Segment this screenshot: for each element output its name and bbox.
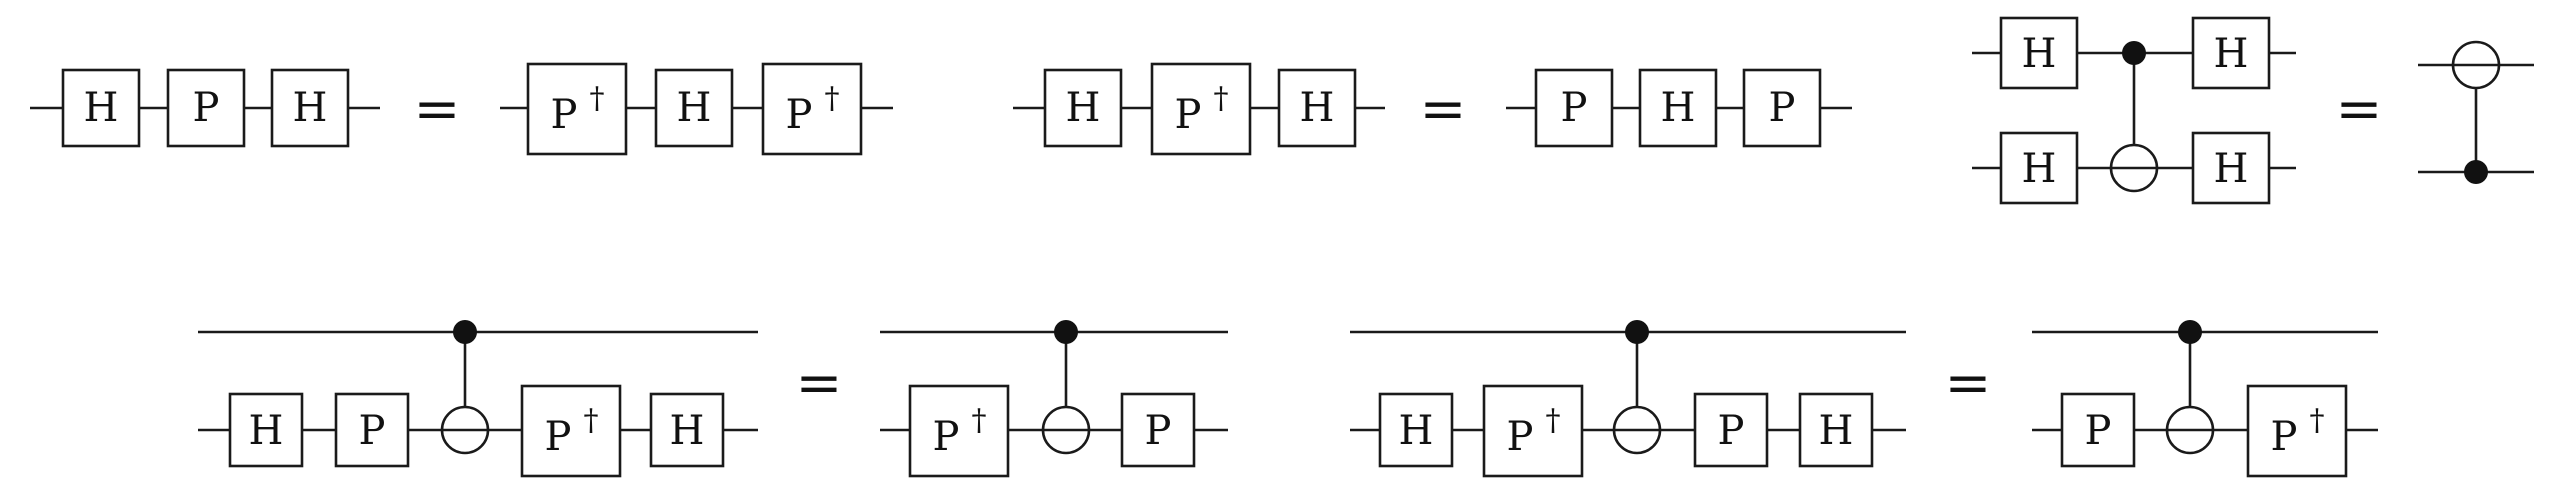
svg-text:†: † xyxy=(2310,403,2325,438)
gate-p: P xyxy=(1693,392,1769,468)
gate-p: P xyxy=(2060,392,2136,468)
equals-sign: = xyxy=(2336,77,2383,142)
gate-h: H xyxy=(228,392,304,468)
svg-text:P: P xyxy=(2085,408,2112,454)
svg-text:H: H xyxy=(249,408,284,454)
identity-1-lhs: H P H xyxy=(30,68,380,148)
identity-3-lhs: H H H H xyxy=(1972,16,2296,205)
gate-p: P xyxy=(1742,68,1822,148)
target-symbol xyxy=(2109,143,2159,193)
identity-1-rhs: P † H P † xyxy=(500,62,893,156)
cnot-gate xyxy=(1041,320,1091,455)
svg-text:P: P xyxy=(1507,414,1534,460)
svg-text:H: H xyxy=(670,408,705,454)
gate-h: H xyxy=(2191,131,2271,205)
svg-text:P: P xyxy=(933,414,960,460)
cnot-gate xyxy=(2451,40,2501,184)
svg-text:H: H xyxy=(1819,408,1854,454)
equals-sign: = xyxy=(414,77,461,142)
gate-h: H xyxy=(2191,16,2271,90)
svg-text:H: H xyxy=(2022,146,2057,192)
identity-4-rhs: P † P xyxy=(880,320,1228,478)
gate-p-dagger: P † xyxy=(526,62,628,156)
svg-text:P: P xyxy=(786,92,813,138)
svg-text:H: H xyxy=(677,85,712,131)
gate-p-dagger: P † xyxy=(908,384,1010,478)
target-symbol xyxy=(2165,405,2215,455)
identity-2-rhs: P H P xyxy=(1506,68,1852,148)
gate-p: P xyxy=(1534,68,1614,148)
svg-text:†: † xyxy=(825,81,840,116)
gate-p-dagger: P † xyxy=(761,62,863,156)
cnot-gate xyxy=(440,320,490,455)
svg-text:P: P xyxy=(359,408,386,454)
gate-h: H xyxy=(1043,68,1123,148)
svg-text:P: P xyxy=(1718,408,1745,454)
gate-h: H xyxy=(1798,392,1874,468)
gate-p-dagger: P † xyxy=(1150,62,1252,156)
control-dot xyxy=(1625,320,1649,344)
svg-text:P: P xyxy=(1769,85,1796,131)
gate-h: H xyxy=(270,68,350,148)
svg-text:†: † xyxy=(1214,81,1229,116)
gate-h: H xyxy=(1378,392,1454,468)
svg-text:P: P xyxy=(545,414,572,460)
control-dot xyxy=(453,320,477,344)
svg-text:†: † xyxy=(584,403,599,438)
svg-text:†: † xyxy=(590,81,605,116)
target-symbol xyxy=(1612,405,1662,455)
cnot-gate xyxy=(1612,320,1662,455)
svg-text:H: H xyxy=(2214,146,2249,192)
gate-p-dagger: P † xyxy=(520,384,622,478)
equals-sign: = xyxy=(1420,77,1467,142)
cnot-gate xyxy=(2109,41,2159,193)
equals-sign: = xyxy=(1945,351,1992,416)
svg-text:H: H xyxy=(1399,408,1434,454)
target-symbol xyxy=(1041,405,1091,455)
identity-4-lhs: H P P † H xyxy=(198,320,758,478)
svg-text:H: H xyxy=(293,85,328,131)
control-dot xyxy=(2122,41,2146,65)
gate-h: H xyxy=(1999,131,2079,205)
svg-text:P: P xyxy=(193,85,220,131)
control-dot xyxy=(1054,320,1078,344)
svg-text:H: H xyxy=(2022,31,2057,77)
identity-2-lhs: H P † H xyxy=(1013,62,1385,156)
gate-h: H xyxy=(649,392,725,468)
svg-text:H: H xyxy=(84,85,119,131)
gate-h: H xyxy=(654,68,734,148)
svg-text:P: P xyxy=(1561,85,1588,131)
svg-text:H: H xyxy=(1300,85,1335,131)
cnot-gate xyxy=(2165,320,2215,455)
identity-3-rhs xyxy=(2418,40,2534,184)
gate-p-dagger: P † xyxy=(1482,384,1584,478)
gate-h: H xyxy=(61,68,141,148)
control-dot xyxy=(2464,160,2488,184)
gate-p: P xyxy=(334,392,410,468)
control-dot xyxy=(2178,320,2202,344)
gate-p: P xyxy=(166,68,246,148)
gate-h: H xyxy=(1999,16,2079,90)
svg-text:P: P xyxy=(1145,408,1172,454)
gate-h: H xyxy=(1638,68,1718,148)
svg-text:P: P xyxy=(551,92,578,138)
svg-text:†: † xyxy=(1546,403,1561,438)
gate-p: P xyxy=(1120,392,1196,468)
svg-text:H: H xyxy=(1661,85,1696,131)
svg-text:P: P xyxy=(1175,92,1202,138)
target-symbol xyxy=(2451,40,2501,90)
gate-h: H xyxy=(1277,68,1357,148)
identity-5-rhs: P P † xyxy=(2032,320,2378,478)
svg-text:P: P xyxy=(2271,414,2298,460)
target-symbol xyxy=(440,405,490,455)
svg-text:†: † xyxy=(972,403,987,438)
svg-text:H: H xyxy=(2214,31,2249,77)
svg-text:H: H xyxy=(1066,85,1101,131)
gate-p-dagger: P † xyxy=(2246,384,2348,478)
equals-sign: = xyxy=(796,351,843,416)
identity-5-lhs: H P † P H xyxy=(1350,320,1906,478)
